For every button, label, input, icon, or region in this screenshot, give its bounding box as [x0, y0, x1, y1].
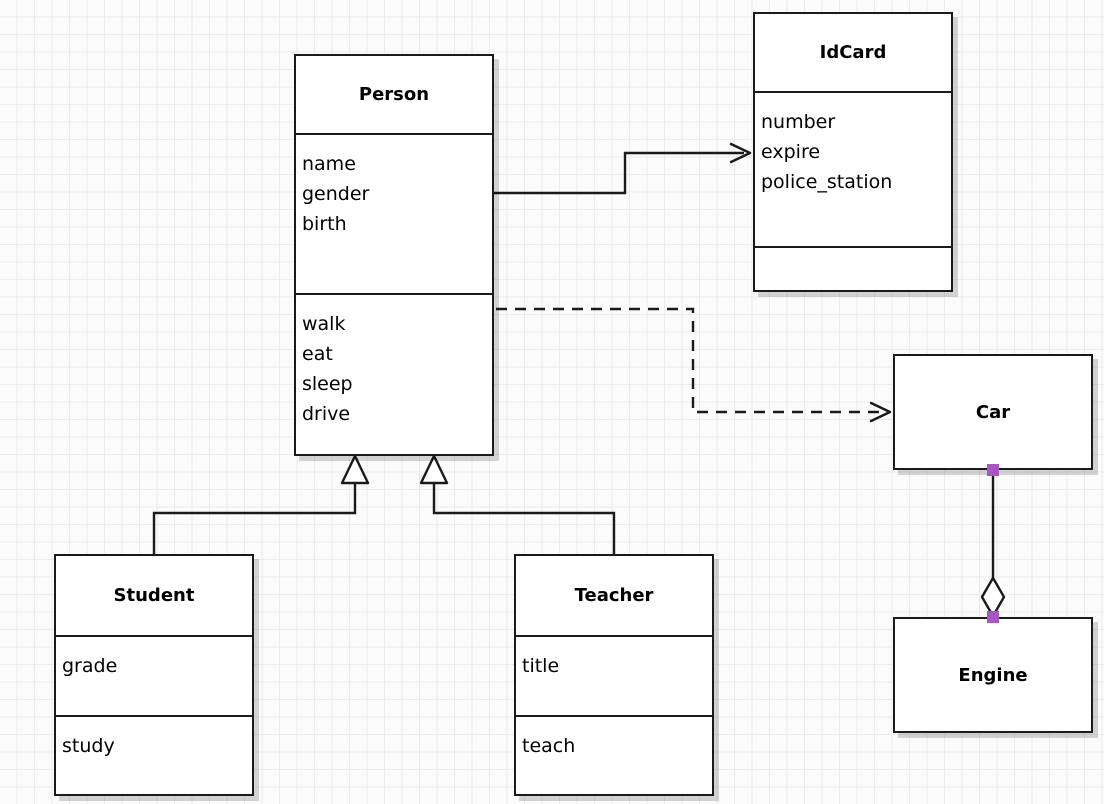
- class-title-engine: Engine: [958, 664, 1028, 686]
- edge-car-engine[interactable]: [980, 470, 1006, 618]
- class-attributes-person: name gender birth: [296, 133, 492, 293]
- class-attributes-idcard: number expire police_station: [755, 91, 951, 246]
- class-box-person[interactable]: Person name gender birth walk eat sleep …: [294, 54, 494, 456]
- attribute-item: birth: [302, 213, 347, 235]
- attribute-item: number: [761, 111, 836, 133]
- class-methods-student: study: [56, 715, 252, 794]
- class-title-idcard: IdCard: [819, 42, 887, 63]
- class-title-person: Person: [358, 84, 430, 105]
- edge-student-person[interactable]: [152, 454, 370, 556]
- edge-teacher-person[interactable]: [419, 454, 616, 556]
- edge-person-car[interactable]: [496, 307, 892, 423]
- class-attributes-teacher: title: [516, 635, 712, 715]
- class-methods-person: walk eat sleep drive: [296, 293, 492, 454]
- class-box-idcard[interactable]: IdCard number expire police_station: [753, 12, 953, 292]
- method-item: walk: [302, 313, 346, 335]
- method-item: teach: [522, 735, 576, 757]
- class-box-teacher[interactable]: Teacher title teach: [514, 554, 714, 796]
- method-item: drive: [302, 403, 351, 425]
- class-title-student: Student: [113, 585, 195, 606]
- edge-handle-car-end[interactable]: [987, 464, 999, 476]
- edge-person-idcard[interactable]: [494, 142, 752, 195]
- class-attributes-student: grade: [56, 635, 252, 715]
- class-methods-teacher: teach: [516, 715, 712, 794]
- method-item: eat: [302, 343, 333, 365]
- method-item: sleep: [302, 373, 353, 395]
- edge-handle-engine-end[interactable]: [987, 611, 999, 623]
- attribute-item: expire: [761, 141, 821, 163]
- class-title-teacher: Teacher: [574, 585, 654, 606]
- method-item: study: [62, 735, 115, 757]
- class-box-engine[interactable]: Engine: [893, 617, 1093, 733]
- attribute-item: grade: [62, 655, 118, 677]
- attribute-item: police_station: [761, 171, 893, 193]
- attribute-item: title: [522, 655, 560, 677]
- class-methods-idcard: [755, 246, 951, 290]
- class-box-student[interactable]: Student grade study: [54, 554, 254, 796]
- class-box-car[interactable]: Car: [893, 354, 1093, 470]
- attribute-item: gender: [302, 183, 370, 205]
- class-title-car: Car: [975, 401, 1011, 423]
- attribute-item: name: [302, 153, 356, 175]
